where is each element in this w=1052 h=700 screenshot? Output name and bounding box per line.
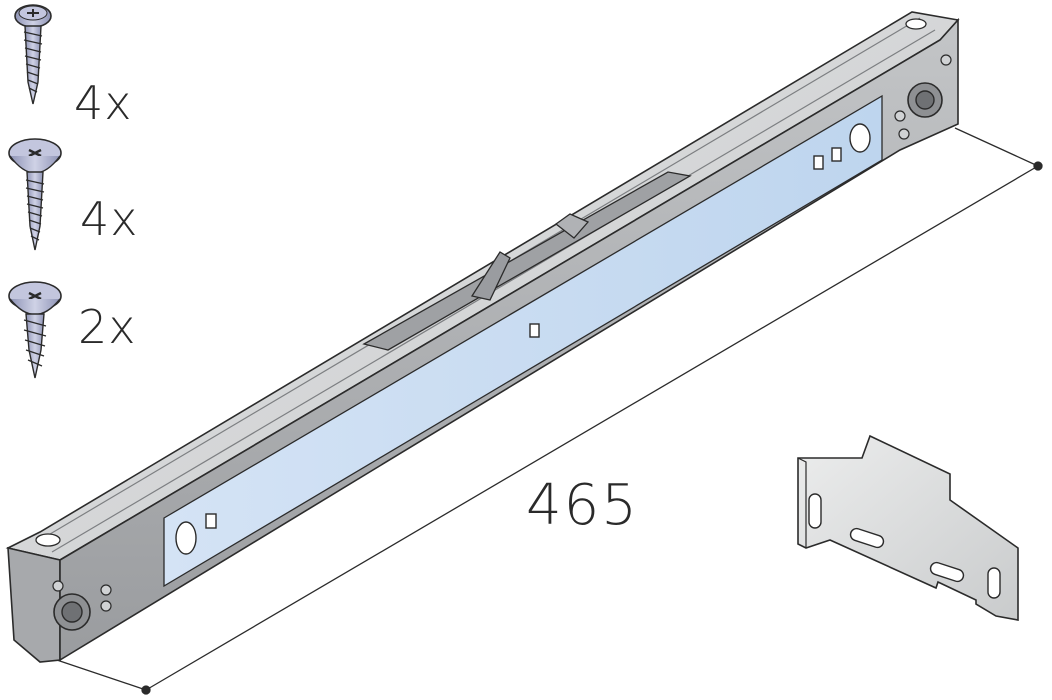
flat-head-screw-icon <box>8 281 62 379</box>
quantity-label-flat-head-screw: 2x <box>78 300 137 354</box>
damper-rail-icon <box>5 11 960 663</box>
quantity-label-pan-head-screw: 4x <box>74 76 133 130</box>
mounting-bracket-icon <box>797 434 1019 621</box>
pan-head-screw-icon <box>14 4 52 105</box>
quantity-label-countersunk-screw: 4x <box>80 192 139 246</box>
length-dimension-label: 465 <box>526 473 639 538</box>
countersunk-screw-icon <box>8 138 62 251</box>
dimension-lines <box>41 127 1043 695</box>
